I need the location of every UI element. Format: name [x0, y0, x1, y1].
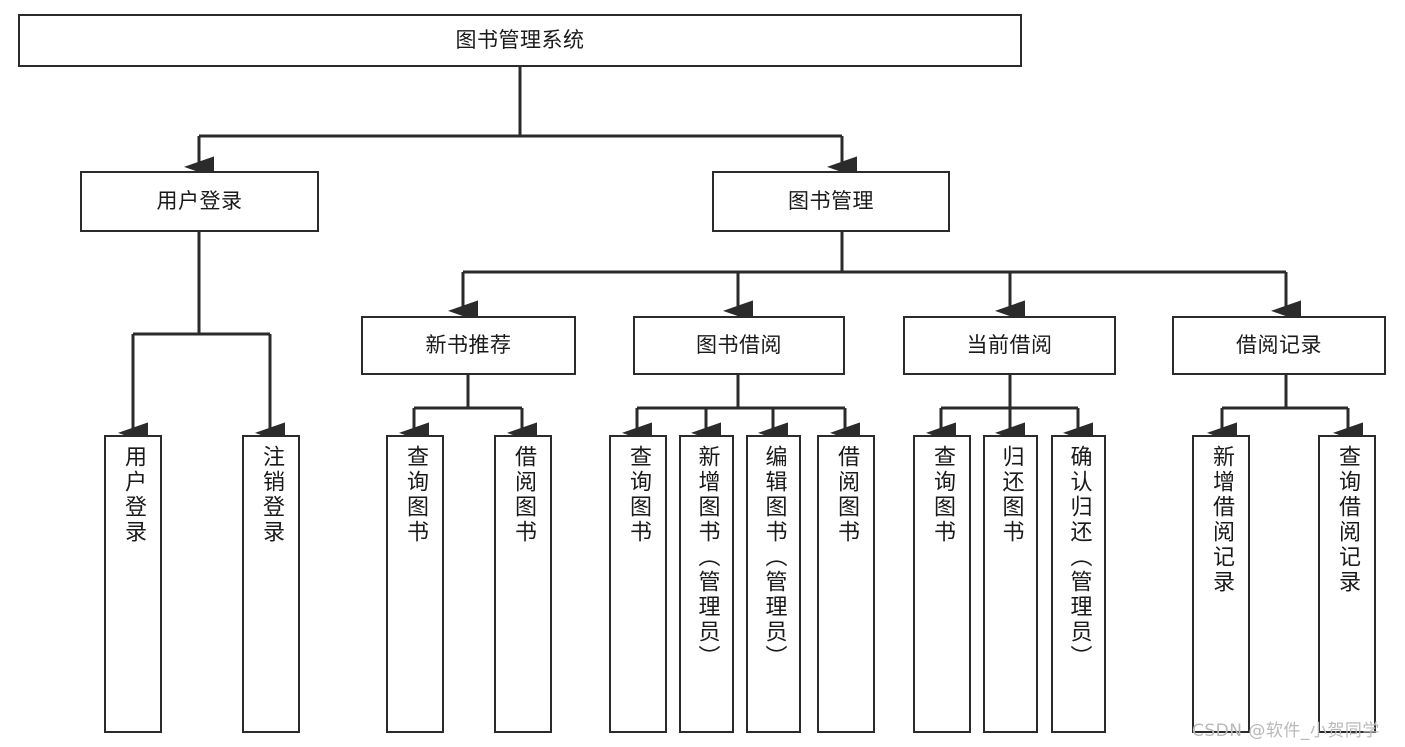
csdn-watermark: CSDN @软件_小贺同学 [1192, 721, 1380, 741]
node-label: 用户登录 [121, 445, 146, 545]
node-borrow-records[interactable]: 借阅记录 [1172, 316, 1386, 375]
node-label: 借阅图书 [834, 445, 859, 545]
node-label: 新增借阅记录 [1209, 445, 1234, 595]
node-book-management[interactable]: 图书管理 [712, 171, 950, 232]
node-label: 归还图书 [998, 445, 1024, 545]
node-label: 查询借阅记录 [1335, 445, 1360, 595]
node-label: 新书推荐 [425, 333, 512, 358]
leaf-add-borrow-record[interactable]: 新增借阅记录 [1192, 435, 1250, 733]
node-current-borrowing[interactable]: 当前借阅 [903, 316, 1116, 375]
leaf-query-books-current[interactable]: 查询图书 [913, 435, 971, 733]
node-label: 图书管理系统 [455, 28, 585, 53]
node-user-login[interactable]: 用户登录 [80, 171, 319, 232]
node-label: 查询图书 [626, 445, 651, 545]
node-label: 借阅记录 [1236, 333, 1322, 358]
node-label: 查询图书 [403, 445, 428, 545]
leaf-query-borrow-record[interactable]: 查询借阅记录 [1318, 435, 1376, 733]
node-label: 图书管理 [788, 189, 874, 214]
leaf-edit-book-admin[interactable]: 编辑图书（管理员） [746, 435, 801, 733]
leaf-query-books-newbook[interactable]: 查询图书 [386, 435, 444, 733]
leaf-query-books-borrow[interactable]: 查询图书 [609, 435, 667, 733]
node-book-borrowing[interactable]: 图书借阅 [633, 316, 845, 375]
leaf-logout[interactable]: 注销登录 [242, 435, 300, 733]
node-label: 确认归还（管理员） [1066, 445, 1092, 670]
leaf-borrow-books-newbook[interactable]: 借阅图书 [494, 435, 552, 733]
node-label: 编辑图书（管理员） [761, 445, 787, 670]
leaf-return-books[interactable]: 归还图书 [983, 435, 1038, 733]
node-label: 新增图书（管理员） [694, 445, 720, 670]
node-label: 注销登录 [259, 445, 284, 545]
node-label: 当前借阅 [966, 333, 1053, 358]
node-root-library-management-system[interactable]: 图书管理系统 [18, 14, 1022, 67]
leaf-confirm-return-admin[interactable]: 确认归还（管理员） [1051, 435, 1106, 733]
node-new-book-recommendation[interactable]: 新书推荐 [361, 316, 576, 375]
leaf-borrow-books-borrow[interactable]: 借阅图书 [817, 435, 875, 733]
node-label: 查询图书 [930, 445, 955, 545]
node-label: 借阅图书 [511, 445, 536, 545]
node-label: 图书借阅 [696, 333, 782, 358]
node-label: 用户登录 [156, 189, 243, 214]
leaf-add-book-admin[interactable]: 新增图书（管理员） [679, 435, 734, 733]
leaf-user-login[interactable]: 用户登录 [104, 435, 162, 733]
